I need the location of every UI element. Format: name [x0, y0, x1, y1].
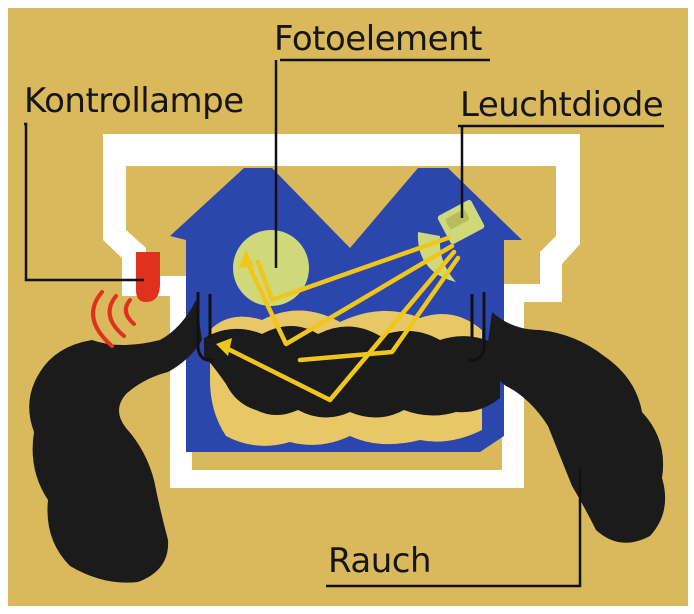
label-photo-element: Fotoelement [274, 22, 482, 56]
control-lamp-icon [136, 252, 160, 302]
label-led: Leuchtdiode [460, 88, 663, 122]
label-smoke: Rauch [328, 544, 431, 578]
label-control-lamp: Kontrollampe [24, 84, 244, 118]
